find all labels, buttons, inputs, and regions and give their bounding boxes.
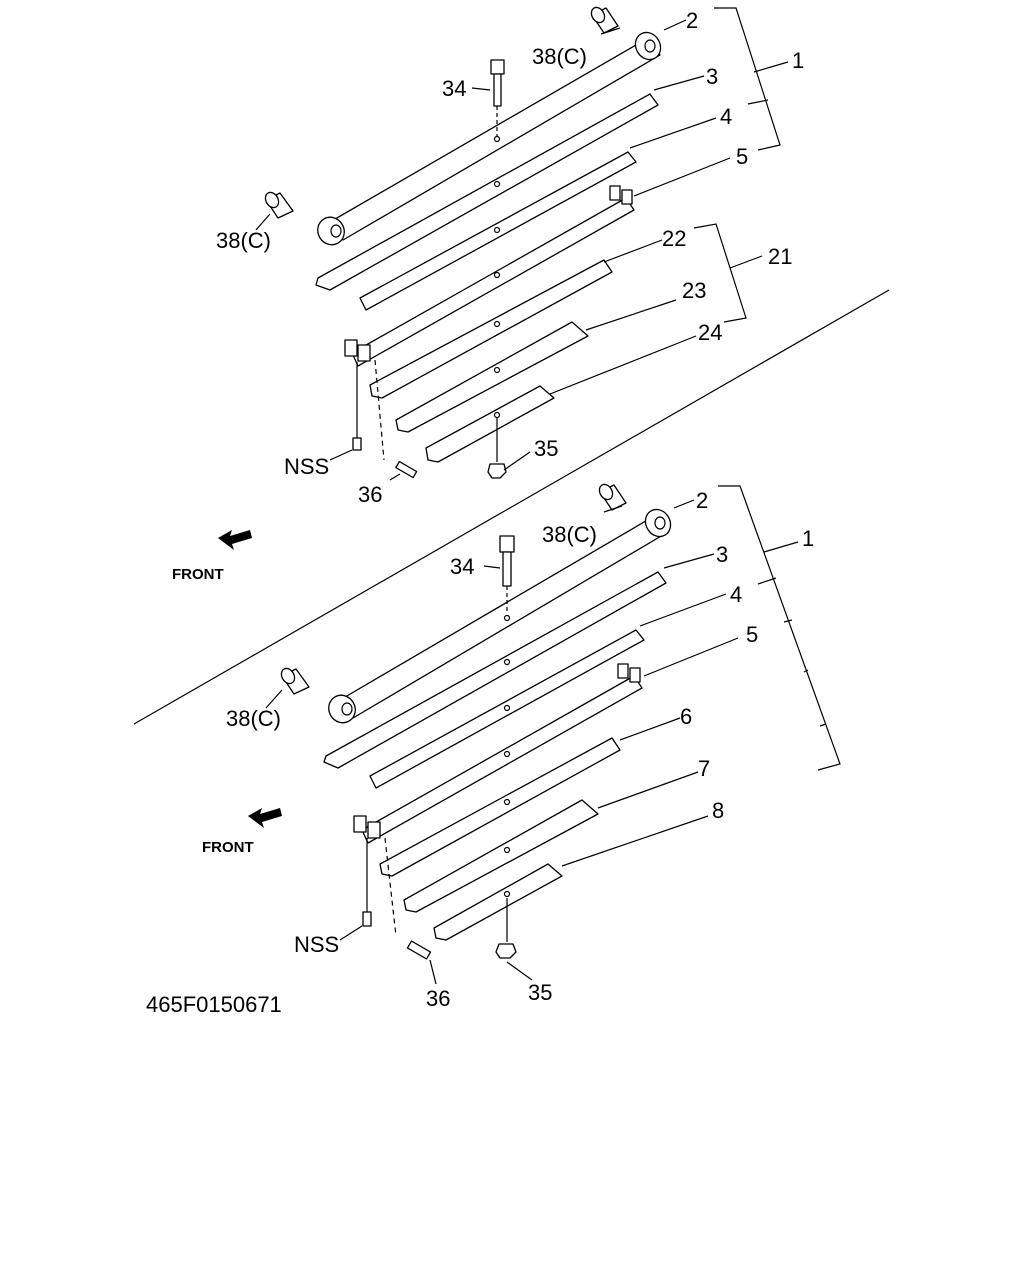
drawing-code: 465F0150671 <box>146 992 282 1017</box>
lower-label-6: 6 <box>680 704 692 729</box>
upper-bushing-38-left <box>264 191 294 219</box>
upper-leaf-22 <box>369 259 613 399</box>
upper-assembly: 2 38(C) 34 3 1 4 5 38(C) 22 21 23 24 NSS… <box>172 6 804 583</box>
lower-label-35: 35 <box>528 980 552 1005</box>
lower-label-4: 4 <box>730 582 742 607</box>
lower-bolt-34 <box>499 535 515 614</box>
upper-label-5: 5 <box>736 144 748 169</box>
lower-label-5: 5 <box>746 622 758 647</box>
upper-label-38c-left: 38(C) <box>216 228 271 253</box>
upper-label-4: 4 <box>720 104 732 129</box>
upper-label-34: 34 <box>442 76 466 101</box>
upper-label-1: 1 <box>792 48 804 73</box>
upper-leaf-3 <box>315 93 659 291</box>
lower-leaf-8 <box>433 863 563 941</box>
lower-label-38c-top: 38(C) <box>542 522 597 547</box>
lower-leaf-2 <box>328 508 672 724</box>
lower-label-1: 1 <box>802 526 814 551</box>
lower-nut-35 <box>495 943 517 959</box>
upper-screw-36 <box>395 460 418 479</box>
upper-label-2: 2 <box>686 8 698 33</box>
upper-nut-35 <box>487 463 507 479</box>
upper-label-24: 24 <box>698 320 722 345</box>
upper-label-21: 21 <box>768 244 792 269</box>
lower-label-3: 3 <box>716 542 728 567</box>
upper-bushing-38-top <box>590 6 619 34</box>
lower-front-label: FRONT <box>202 839 254 856</box>
upper-label-22: 22 <box>662 226 686 251</box>
lower-leaf-7 <box>403 799 599 913</box>
lower-leaf-3 <box>323 571 667 769</box>
upper-leaf-2 <box>317 31 662 246</box>
lower-leaf-5 <box>353 663 643 844</box>
upper-leaf-23 <box>395 321 589 433</box>
lower-bushing-38-left <box>280 667 310 695</box>
lower-front-arrow-icon <box>248 808 282 828</box>
lower-label-36: 36 <box>426 986 450 1011</box>
lower-label-nss: NSS <box>294 932 339 957</box>
upper-label-3: 3 <box>706 64 718 89</box>
upper-label-38c-top: 38(C) <box>532 44 587 69</box>
lower-label-34: 34 <box>450 554 474 579</box>
lower-assembly: 2 38(C) 34 1 3 4 5 38(C) 6 7 8 NSS 35 36… <box>202 483 841 1011</box>
upper-front-arrow-icon <box>218 530 252 550</box>
lower-nss-bolt <box>362 911 372 927</box>
section-divider-line <box>133 289 890 725</box>
lower-label-38c-left: 38(C) <box>226 706 281 731</box>
upper-leaf-24 <box>425 385 555 463</box>
upper-nss-bolt <box>352 437 362 451</box>
lower-bushing-38-top <box>598 483 627 511</box>
upper-label-nss: NSS <box>284 454 329 479</box>
upper-label-36: 36 <box>358 482 382 507</box>
upper-label-35: 35 <box>534 436 558 461</box>
lower-label-8: 8 <box>712 798 724 823</box>
lower-leaf-6 <box>379 737 621 877</box>
upper-leaf-5 <box>344 185 635 367</box>
upper-label-23: 23 <box>682 278 706 303</box>
upper-bolt-34 <box>490 59 505 136</box>
lower-screw-36 <box>406 940 432 960</box>
lower-label-7: 7 <box>698 756 710 781</box>
upper-front-label: FRONT <box>172 566 224 583</box>
lower-label-2: 2 <box>696 488 708 513</box>
